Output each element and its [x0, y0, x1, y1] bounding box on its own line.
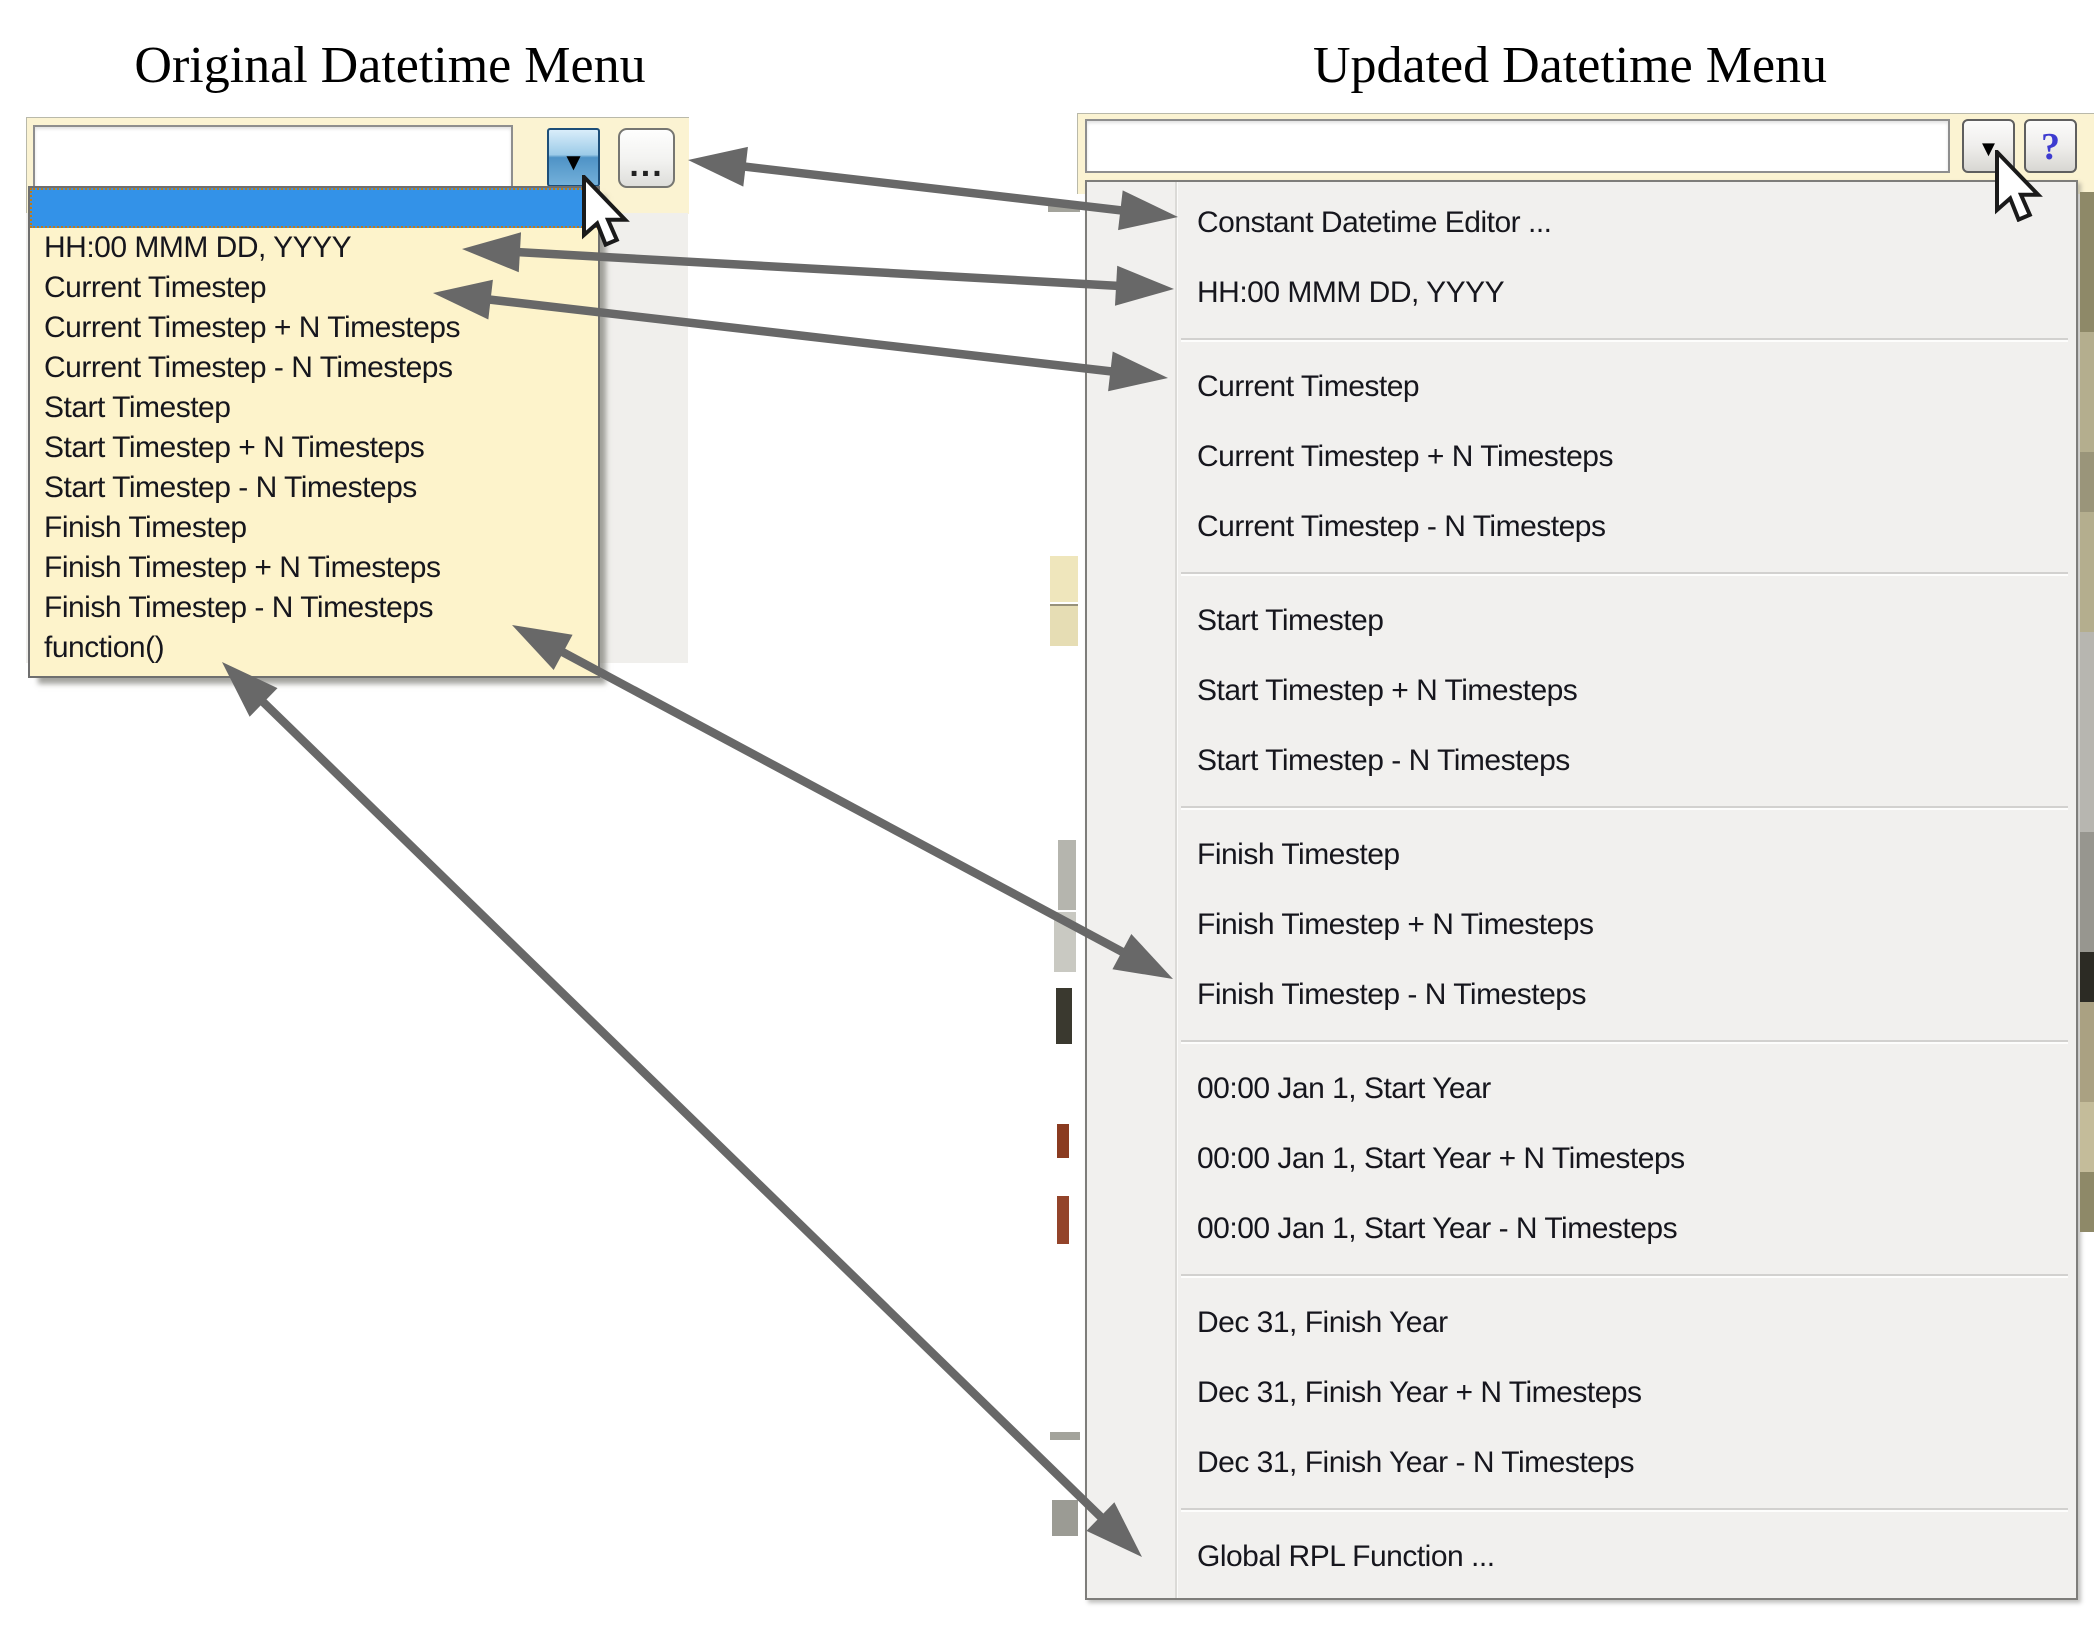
background-edge-strip — [2080, 192, 2094, 332]
menu-item[interactable]: Finish Timestep — [1197, 838, 1400, 871]
left-figure-title: Original Datetime Menu — [134, 37, 646, 94]
background-edge-strip — [2080, 452, 2094, 512]
right-help-button[interactable]: ? — [2024, 119, 2077, 173]
menu-item[interactable]: Start Timestep + N Timesteps — [1197, 674, 1578, 707]
background-fragment — [1056, 988, 1072, 1044]
list-item[interactable]: function() — [44, 631, 165, 664]
menu-item[interactable]: Current Timestep + N Timesteps — [1197, 440, 1614, 473]
list-item[interactable]: Current Timestep + N Timesteps — [44, 311, 461, 344]
background-edge-strip — [2080, 952, 2094, 1002]
menu-gutter-line — [1175, 182, 1178, 1598]
list-item[interactable]: Start Timestep + N Timesteps — [44, 431, 425, 464]
background-fragment — [1048, 206, 1080, 212]
menu-item[interactable]: Finish Timestep + N Timesteps — [1197, 908, 1594, 941]
background-edge-strip — [2080, 512, 2094, 632]
background-fragment — [1050, 1432, 1080, 1440]
list-item[interactable]: Start Timestep — [44, 391, 231, 424]
background-edge-strip — [2080, 332, 2094, 452]
background-fragment — [1057, 1124, 1069, 1158]
list-item[interactable]: HH:00 MMM DD, YYYY — [44, 231, 352, 264]
menu-item[interactable]: HH:00 MMM DD, YYYY — [1197, 276, 1505, 309]
background-fragment — [1052, 1500, 1078, 1536]
background-edge-strip — [2080, 1172, 2094, 1232]
menu-separator — [1181, 1040, 2068, 1044]
background-fragment — [1050, 556, 1078, 602]
question-mark-icon: ? — [2041, 126, 2060, 168]
menu-item[interactable]: Start Timestep — [1197, 604, 1384, 637]
menu-separator — [1181, 338, 2068, 342]
right-dropdown-button[interactable]: ▼ — [1962, 119, 2015, 173]
menu-item[interactable]: Start Timestep - N Timesteps — [1197, 744, 1570, 777]
background-fragment — [1057, 1196, 1069, 1244]
left-dropdown-button[interactable]: ▼ — [547, 128, 600, 187]
menu-item[interactable]: Global RPL Function ... — [1197, 1540, 1495, 1573]
menu-separator — [1181, 1508, 2068, 1512]
menu-item[interactable]: Constant Datetime Editor ... — [1197, 206, 1552, 239]
right-datetime-field[interactable] — [1085, 119, 1950, 173]
menu-item[interactable]: Finish Timestep - N Timesteps — [1197, 978, 1586, 1011]
dropdown-triangle-icon: ▼ — [1977, 136, 2000, 161]
background-fragment — [1058, 840, 1076, 910]
list-item[interactable]: Finish Timestep - N Timesteps — [44, 591, 433, 624]
dropdown-triangle-icon: ▼ — [561, 149, 586, 176]
menu-item[interactable]: 00:00 Jan 1, Start Year - N Timesteps — [1197, 1212, 1678, 1245]
menu-items-container: Constant Datetime Editor ... HH:00 MMM DD… — [1087, 188, 2076, 1592]
list-item[interactable]: Finish Timestep + N Timesteps — [44, 551, 441, 584]
menu-separator — [1181, 1274, 2068, 1278]
menu-separator — [1181, 806, 2068, 810]
list-item[interactable]: Current Timestep - N Timesteps — [44, 351, 453, 384]
list-item[interactable]: Current Timestep — [44, 271, 267, 304]
menu-item[interactable]: Dec 31, Finish Year - N Timesteps — [1197, 1446, 1635, 1479]
background-fragment — [1054, 912, 1076, 972]
list-item[interactable]: Start Timestep - N Timesteps — [44, 471, 417, 504]
left-datetime-field[interactable] — [33, 125, 513, 188]
background-edge-strip — [2080, 1102, 2094, 1172]
menu-item[interactable]: 00:00 Jan 1, Start Year + N Timesteps — [1197, 1142, 1685, 1175]
right-datetime-menu: Constant Datetime Editor ... HH:00 MMM DD… — [1085, 180, 2078, 1600]
list-item-selected-blank[interactable] — [30, 188, 598, 228]
menu-separator — [1181, 572, 2068, 576]
background-edge-strip — [2080, 632, 2094, 832]
right-figure-title: Updated Datetime Menu — [1312, 37, 1828, 94]
menu-item[interactable]: Current Timestep — [1197, 370, 1420, 403]
list-item[interactable]: Finish Timestep — [44, 511, 247, 544]
menu-item[interactable]: Current Timestep - N Timesteps — [1197, 510, 1606, 543]
background-fragment — [1050, 604, 1078, 646]
left-more-button[interactable]: ... — [618, 128, 675, 188]
menu-item[interactable]: Dec 31, Finish Year — [1197, 1306, 1448, 1339]
menu-item[interactable]: Dec 31, Finish Year + N Timesteps — [1197, 1376, 1642, 1409]
menu-item[interactable]: 00:00 Jan 1, Start Year — [1197, 1072, 1491, 1105]
ellipsis-icon: ... — [629, 146, 664, 184]
background-edge-strip — [2080, 1002, 2094, 1102]
background-edge-strip — [2080, 832, 2094, 952]
